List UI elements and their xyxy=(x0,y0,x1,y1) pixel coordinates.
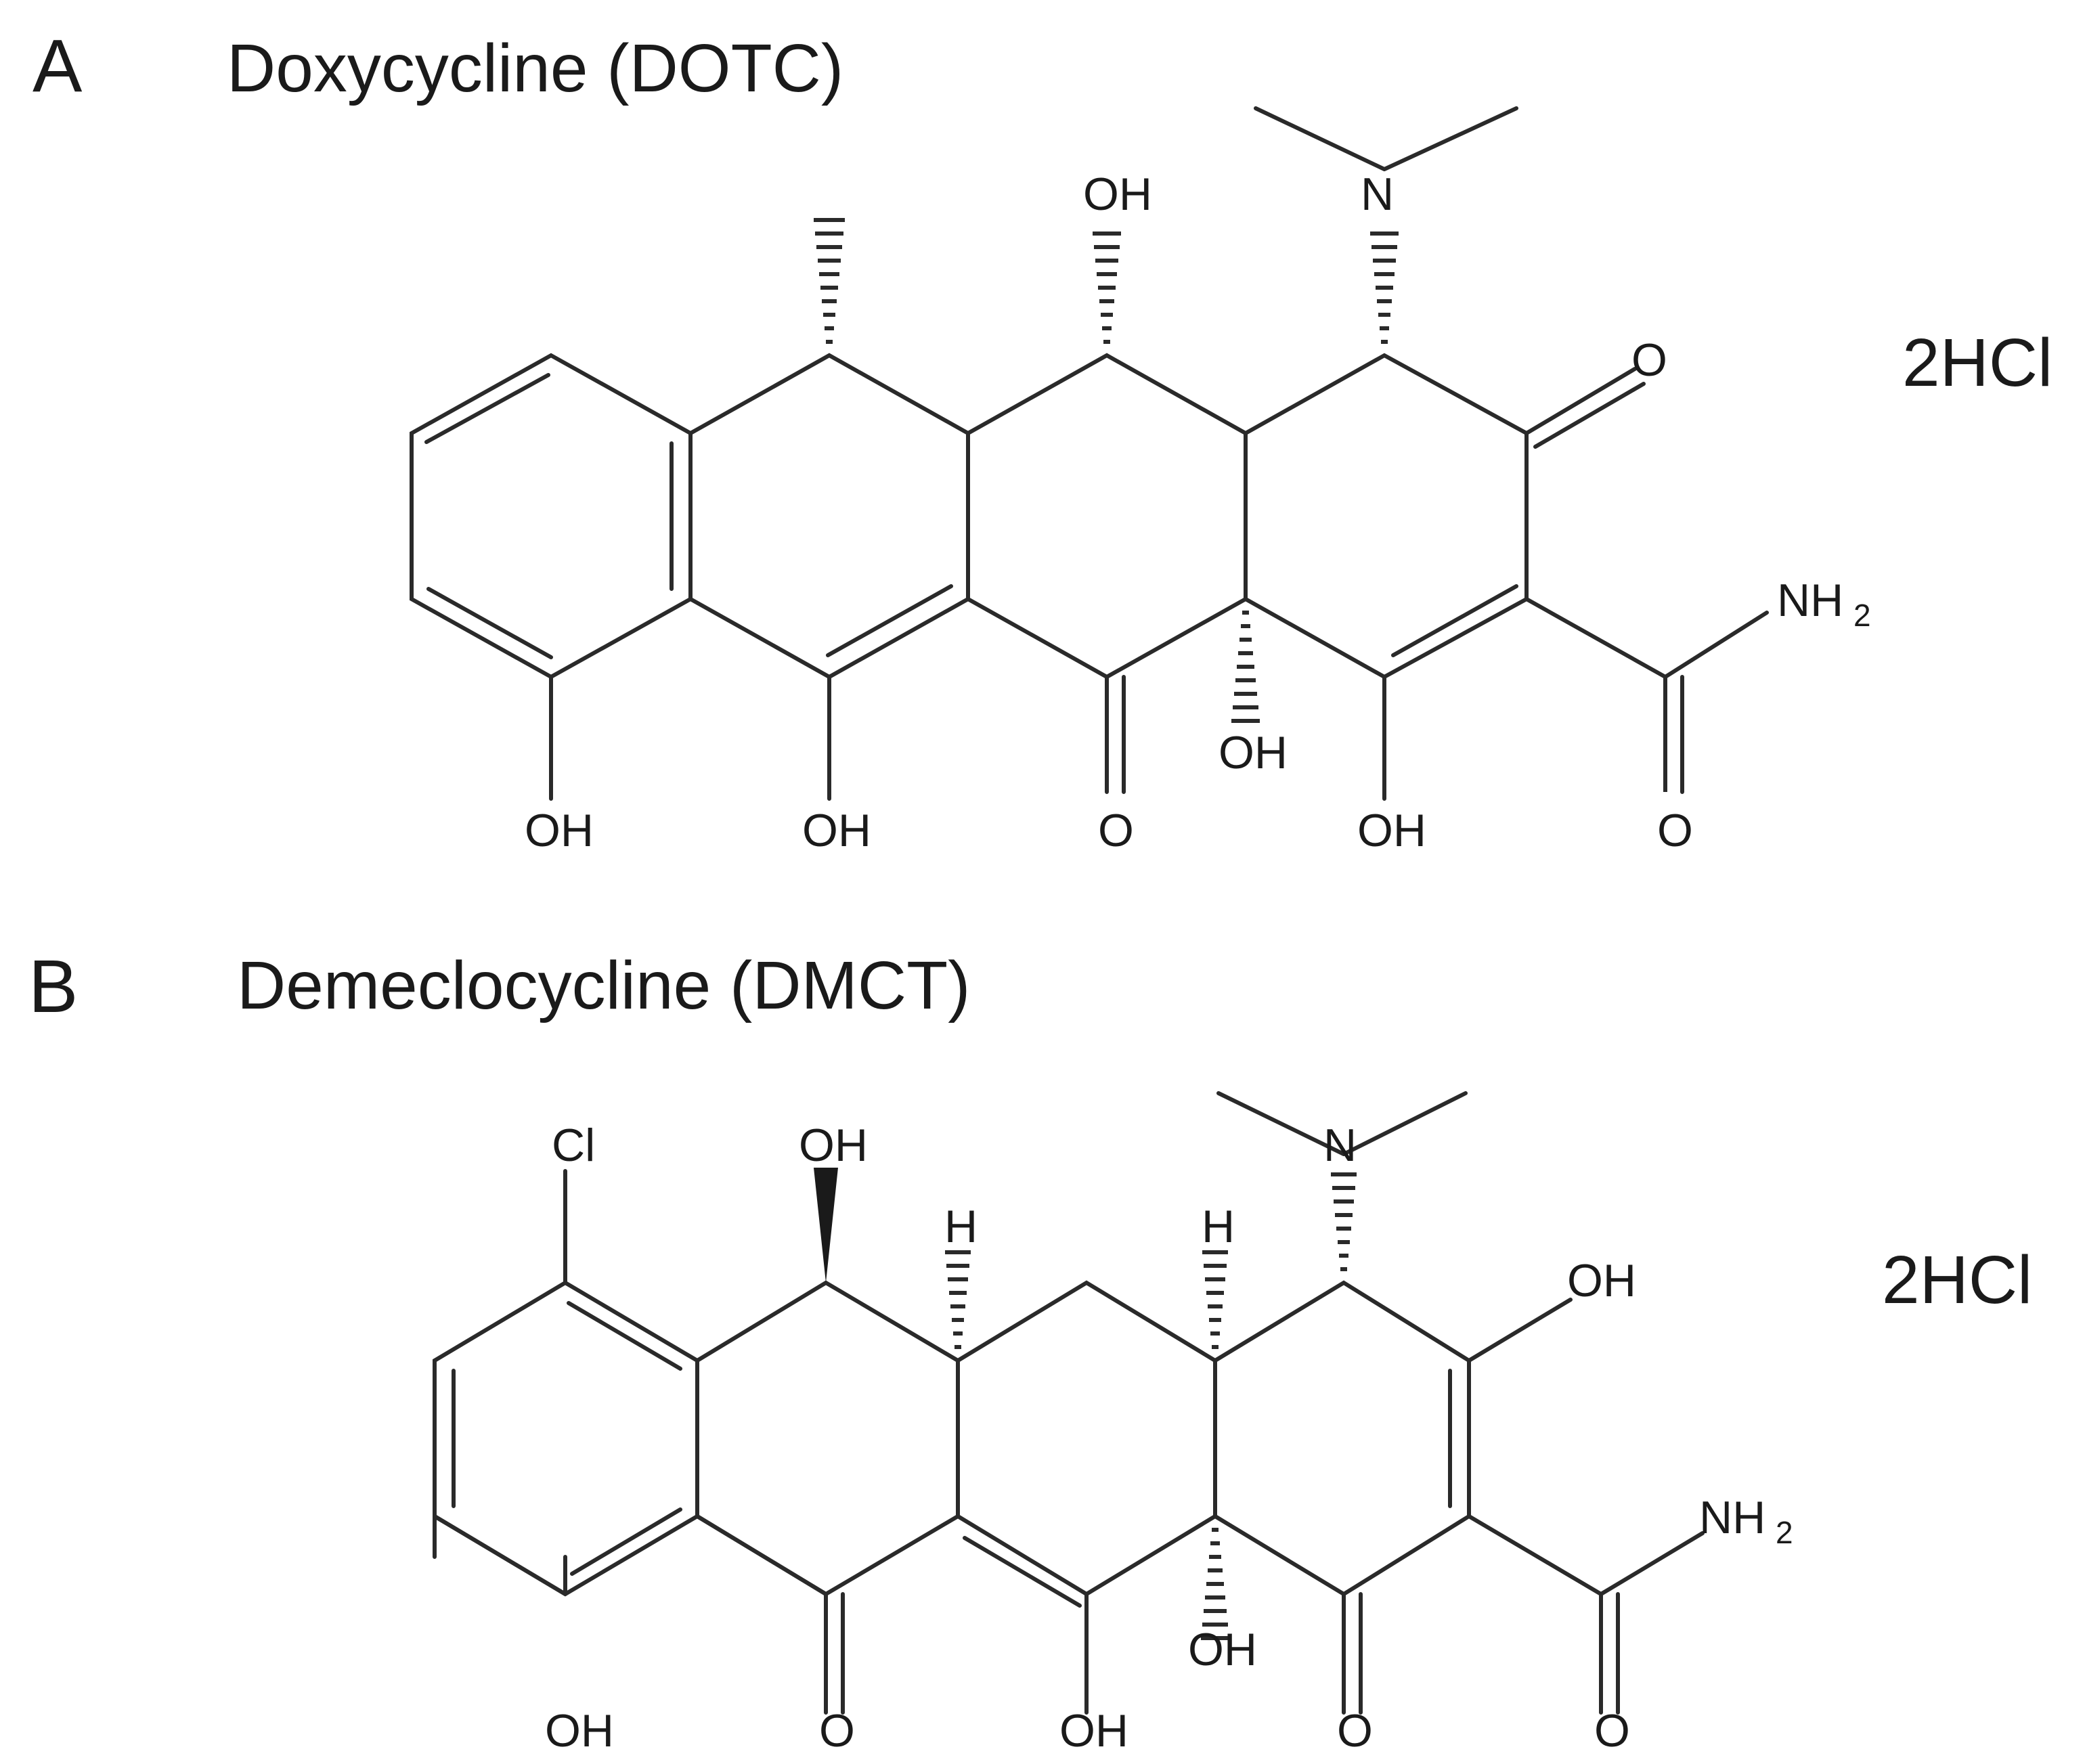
panel-b-salt: 2HCl xyxy=(1882,1242,2032,1318)
amide-nh-label: NH xyxy=(1699,1492,1765,1543)
ring-c-bonds xyxy=(695,1280,960,1597)
c6-hydroxyl-label: OH xyxy=(799,1120,868,1171)
c12-hydroxyl-label: OH xyxy=(1059,1705,1128,1757)
ring-b-double-bond xyxy=(963,1536,1082,1608)
hashed-wedge-bonds xyxy=(814,218,1399,723)
amide-carbonyl-o-label: O xyxy=(1657,805,1693,856)
c5a-hydrogen-label: H xyxy=(944,1201,978,1252)
double-bond-offsets xyxy=(841,1592,1620,1715)
ring-a-bonds xyxy=(1213,1280,1471,1597)
hashed-wedge-bonds xyxy=(945,1172,1357,1640)
c1-ketone-o-label: O xyxy=(1337,1705,1373,1757)
ring-a-double-bond xyxy=(1391,584,1518,657)
amide-nh-label: NH xyxy=(1777,575,1843,626)
ring-b-bonds xyxy=(966,353,1248,680)
panel-a-title: Doxycycline (DOTC) xyxy=(227,30,843,106)
substituent-bonds xyxy=(433,1091,1705,1715)
panel-a-salt: 2HCl xyxy=(1902,325,2053,401)
c12a-hydroxyl-label: OH xyxy=(1219,727,1288,778)
ring-d-inner-double-bonds xyxy=(424,373,674,659)
ring-a-bonds xyxy=(1244,353,1529,680)
c3-hydroxyl-label: OH xyxy=(1567,1255,1636,1306)
substituent-bonds xyxy=(549,106,1769,801)
ring-c-double-bond xyxy=(826,584,953,657)
ring-d-bonds xyxy=(410,353,693,680)
c3-ketone-o-label: O xyxy=(1631,334,1667,386)
panel-b-letter: B xyxy=(28,945,78,1028)
ring-b-bonds xyxy=(956,1280,1217,1597)
c11-ketone-o-label: O xyxy=(819,1705,855,1757)
c12a-hydroxyl-label: OH xyxy=(1188,1624,1257,1675)
dimethylamino-n-label: N xyxy=(1361,169,1394,220)
c10-hydroxyl-label: OH xyxy=(525,805,594,856)
double-bond-offsets xyxy=(1122,382,1684,794)
amide-nh-subscript: 2 xyxy=(1776,1515,1793,1550)
ring-d-inner-double-bonds xyxy=(452,1301,682,1576)
amide-nh-subscript: 2 xyxy=(1853,598,1871,633)
demeclocycline-structure xyxy=(433,1091,1705,1715)
panel-a-letter: A xyxy=(32,24,83,108)
panel-b: B Demeclocycline (DMCT) 2HCl xyxy=(28,945,2032,1757)
ring-c-bonds xyxy=(688,353,970,680)
doxycycline-structure xyxy=(410,106,1769,801)
c1-hydroxyl-label: OH xyxy=(1357,805,1426,856)
c10-hydroxyl-label: OH xyxy=(545,1705,614,1757)
c4a-hydrogen-label: H xyxy=(1202,1201,1235,1252)
c12-ketone-o-label: O xyxy=(1098,805,1134,856)
solid-wedge-bond xyxy=(814,1168,838,1283)
ring-d-bonds xyxy=(433,1280,699,1597)
c6-hydroxyl-label: OH xyxy=(1083,169,1152,220)
chlorine-label: Cl xyxy=(552,1120,595,1171)
panel-b-title: Demeclocycline (DMCT) xyxy=(237,948,970,1023)
dimethylamino-n-label: N xyxy=(1323,1120,1357,1171)
c11-hydroxyl-label: OH xyxy=(802,805,871,856)
panel-a: A Doxycycline (DOTC) 2HCl xyxy=(32,24,2053,856)
amide-carbonyl-o-label: O xyxy=(1594,1705,1630,1757)
